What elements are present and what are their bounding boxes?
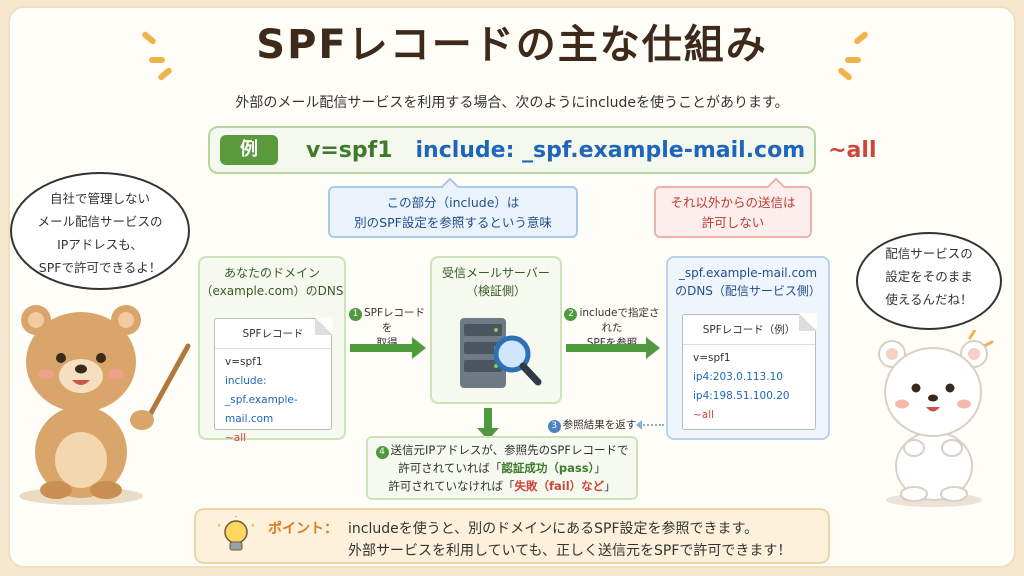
- step3-label-text: 参照結果を返す: [562, 419, 637, 431]
- step3-return-arrow-icon: [636, 420, 664, 430]
- your-spf-line2: include:: [225, 375, 267, 387]
- doc-fold-icon: [799, 313, 817, 331]
- step4-line3-suffix: 」: [604, 479, 616, 493]
- your-spf-line3: _spf.example-mail.com: [225, 394, 298, 425]
- brown-bear-mascot: [19, 305, 191, 505]
- example-version: v=spf1: [306, 138, 393, 163]
- point-tip-box: ポイント： includeを使うと、別のドメインにあるSPF設定を参照できます。…: [194, 508, 830, 564]
- step2-label-line1: includeで指定された: [579, 307, 660, 334]
- step4-down-arrow-icon: [477, 408, 499, 440]
- your-domain-dns-heading-line2: （example.com）のDNS: [200, 284, 344, 298]
- step4-line1: 送信元IPアドレスが、参照先のSPFレコードで: [390, 443, 629, 457]
- page-subtitle: 外部のメール配信サービスを利用する場合、次のようにincludeを使うことがあり…: [235, 95, 789, 111]
- step4-line3-prefix: 許可されていなければ「: [388, 479, 515, 493]
- all-callout-line2: 許可しない: [701, 215, 765, 230]
- step4-pass-text: 認証成功（pass）: [501, 461, 595, 475]
- right-bear-speech-line1: 配信サービスの: [885, 246, 973, 261]
- step4-line2-prefix: 許可されていれば「: [398, 461, 502, 475]
- example-include: include: _spf.example-mail.com: [415, 138, 806, 163]
- include-callout: この部分（include）は 別のSPF設定を参照するという意味: [328, 186, 578, 238]
- left-bear-speech-line2: メール配信サービスの: [37, 214, 163, 229]
- your-domain-dns-heading: あなたのドメイン （example.com）のDNS: [200, 264, 344, 300]
- page-title: SPFレコードの主な仕組み: [256, 22, 768, 68]
- your-domain-dns-heading-line1: あなたのドメイン: [223, 266, 320, 280]
- all-callout-line1: それ以外からの送信は: [670, 195, 796, 210]
- your-spf-line1: v=spf1: [225, 356, 263, 368]
- right-bear-speech-line3: 使えるんだね！: [885, 292, 973, 307]
- example-record-bar: 例 v=spf1 include: _spf.example-mail.com …: [208, 126, 877, 174]
- service-dns-heading-line2: のDNS（配信サービス側）: [675, 284, 821, 298]
- doc-fold-icon: [315, 317, 333, 335]
- service-spf-line3: ip4:198.51.100.20: [693, 390, 790, 402]
- step1-arrow-icon: [350, 337, 426, 359]
- service-spf-record-title: SPFレコード（例）: [683, 315, 815, 345]
- step1-number: 1: [348, 308, 362, 321]
- white-bear-mascot: [878, 330, 994, 507]
- point-label: ポイント：: [268, 521, 338, 537]
- right-bear-speech-line2: 設定をそのまま: [885, 269, 973, 284]
- receiving-server-heading: 受信メールサーバー （検証側）: [432, 264, 560, 300]
- all-callout: それ以外からの送信は 許可しない: [654, 186, 812, 238]
- left-bear-speech-line4: SPFで許可できるよ！: [38, 260, 162, 275]
- your-spf-record-title: SPFレコード: [215, 319, 331, 349]
- service-spf-line2: ip4:203.0.113.10: [693, 371, 783, 383]
- lightbulb-icon: [218, 516, 254, 551]
- example-badge: 例: [220, 135, 278, 165]
- step4-number: 4: [375, 446, 389, 459]
- point-line2: 外部サービスを利用していても、正しく送信元をSPFで許可できます！: [348, 543, 792, 559]
- example-all: ~all: [828, 138, 877, 163]
- service-spf-line4: ~all: [693, 409, 715, 421]
- receiving-server-panel: 受信メールサーバー （検証側）: [430, 256, 562, 404]
- service-dns-heading-line1: _spf.example-mail.com: [678, 266, 818, 280]
- step4-line2-suffix: 」: [594, 461, 606, 475]
- step2-arrow-icon: [566, 337, 660, 359]
- your-spf-record-doc: SPFレコード v=spf1 include: _spf.example-mai…: [214, 317, 333, 444]
- your-spf-line4: ~all: [225, 432, 247, 444]
- point-line1: includeを使うと、別のドメインにあるSPF設定を参照できます。: [348, 521, 759, 537]
- step4-fail-text: 失敗（fail）など: [514, 479, 605, 493]
- step1-label-line1: SPFレコードを: [363, 307, 426, 334]
- pointer-stick-icon: [143, 343, 191, 425]
- example-record: v=spf1 include: _spf.example-mail.com ~a…: [306, 138, 877, 163]
- include-callout-line1: この部分（include）は: [386, 195, 520, 210]
- service-spf-record-doc: SPFレコード（例） v=spf1 ip4:203.0.113.10 ip4:1…: [682, 313, 817, 430]
- receiving-server-heading-line1: 受信メールサーバー: [442, 266, 550, 280]
- service-spf-line1: v=spf1: [693, 352, 731, 364]
- magnifier-icon: [493, 335, 542, 386]
- your-domain-dns-panel: あなたのドメイン （example.com）のDNS SPFレコード v=spf…: [198, 256, 346, 444]
- left-bear-speech-line1: 自社で管理しない: [49, 191, 150, 206]
- left-bear-speech-bubble: 自社で管理しない メール配信サービスの IPアドレスも、 SPFで許可できるよ！: [10, 172, 190, 290]
- step3-number: 3: [547, 420, 561, 433]
- step2-number: 2: [564, 308, 578, 321]
- service-dns-heading: _spf.example-mail.com のDNS（配信サービス側）: [668, 264, 828, 300]
- service-dns-panel: _spf.example-mail.com のDNS（配信サービス側） SPFレ…: [666, 256, 830, 440]
- receiving-server-heading-line2: （検証側）: [465, 284, 526, 298]
- include-callout-line2: 別のSPF設定を参照するという意味: [354, 215, 552, 230]
- left-bear-speech-line3: IPアドレスも、: [57, 237, 143, 252]
- right-bear-speech-bubble: 配信サービスの 設定をそのまま 使えるんだね！: [856, 232, 1002, 330]
- server-icon: [460, 318, 542, 388]
